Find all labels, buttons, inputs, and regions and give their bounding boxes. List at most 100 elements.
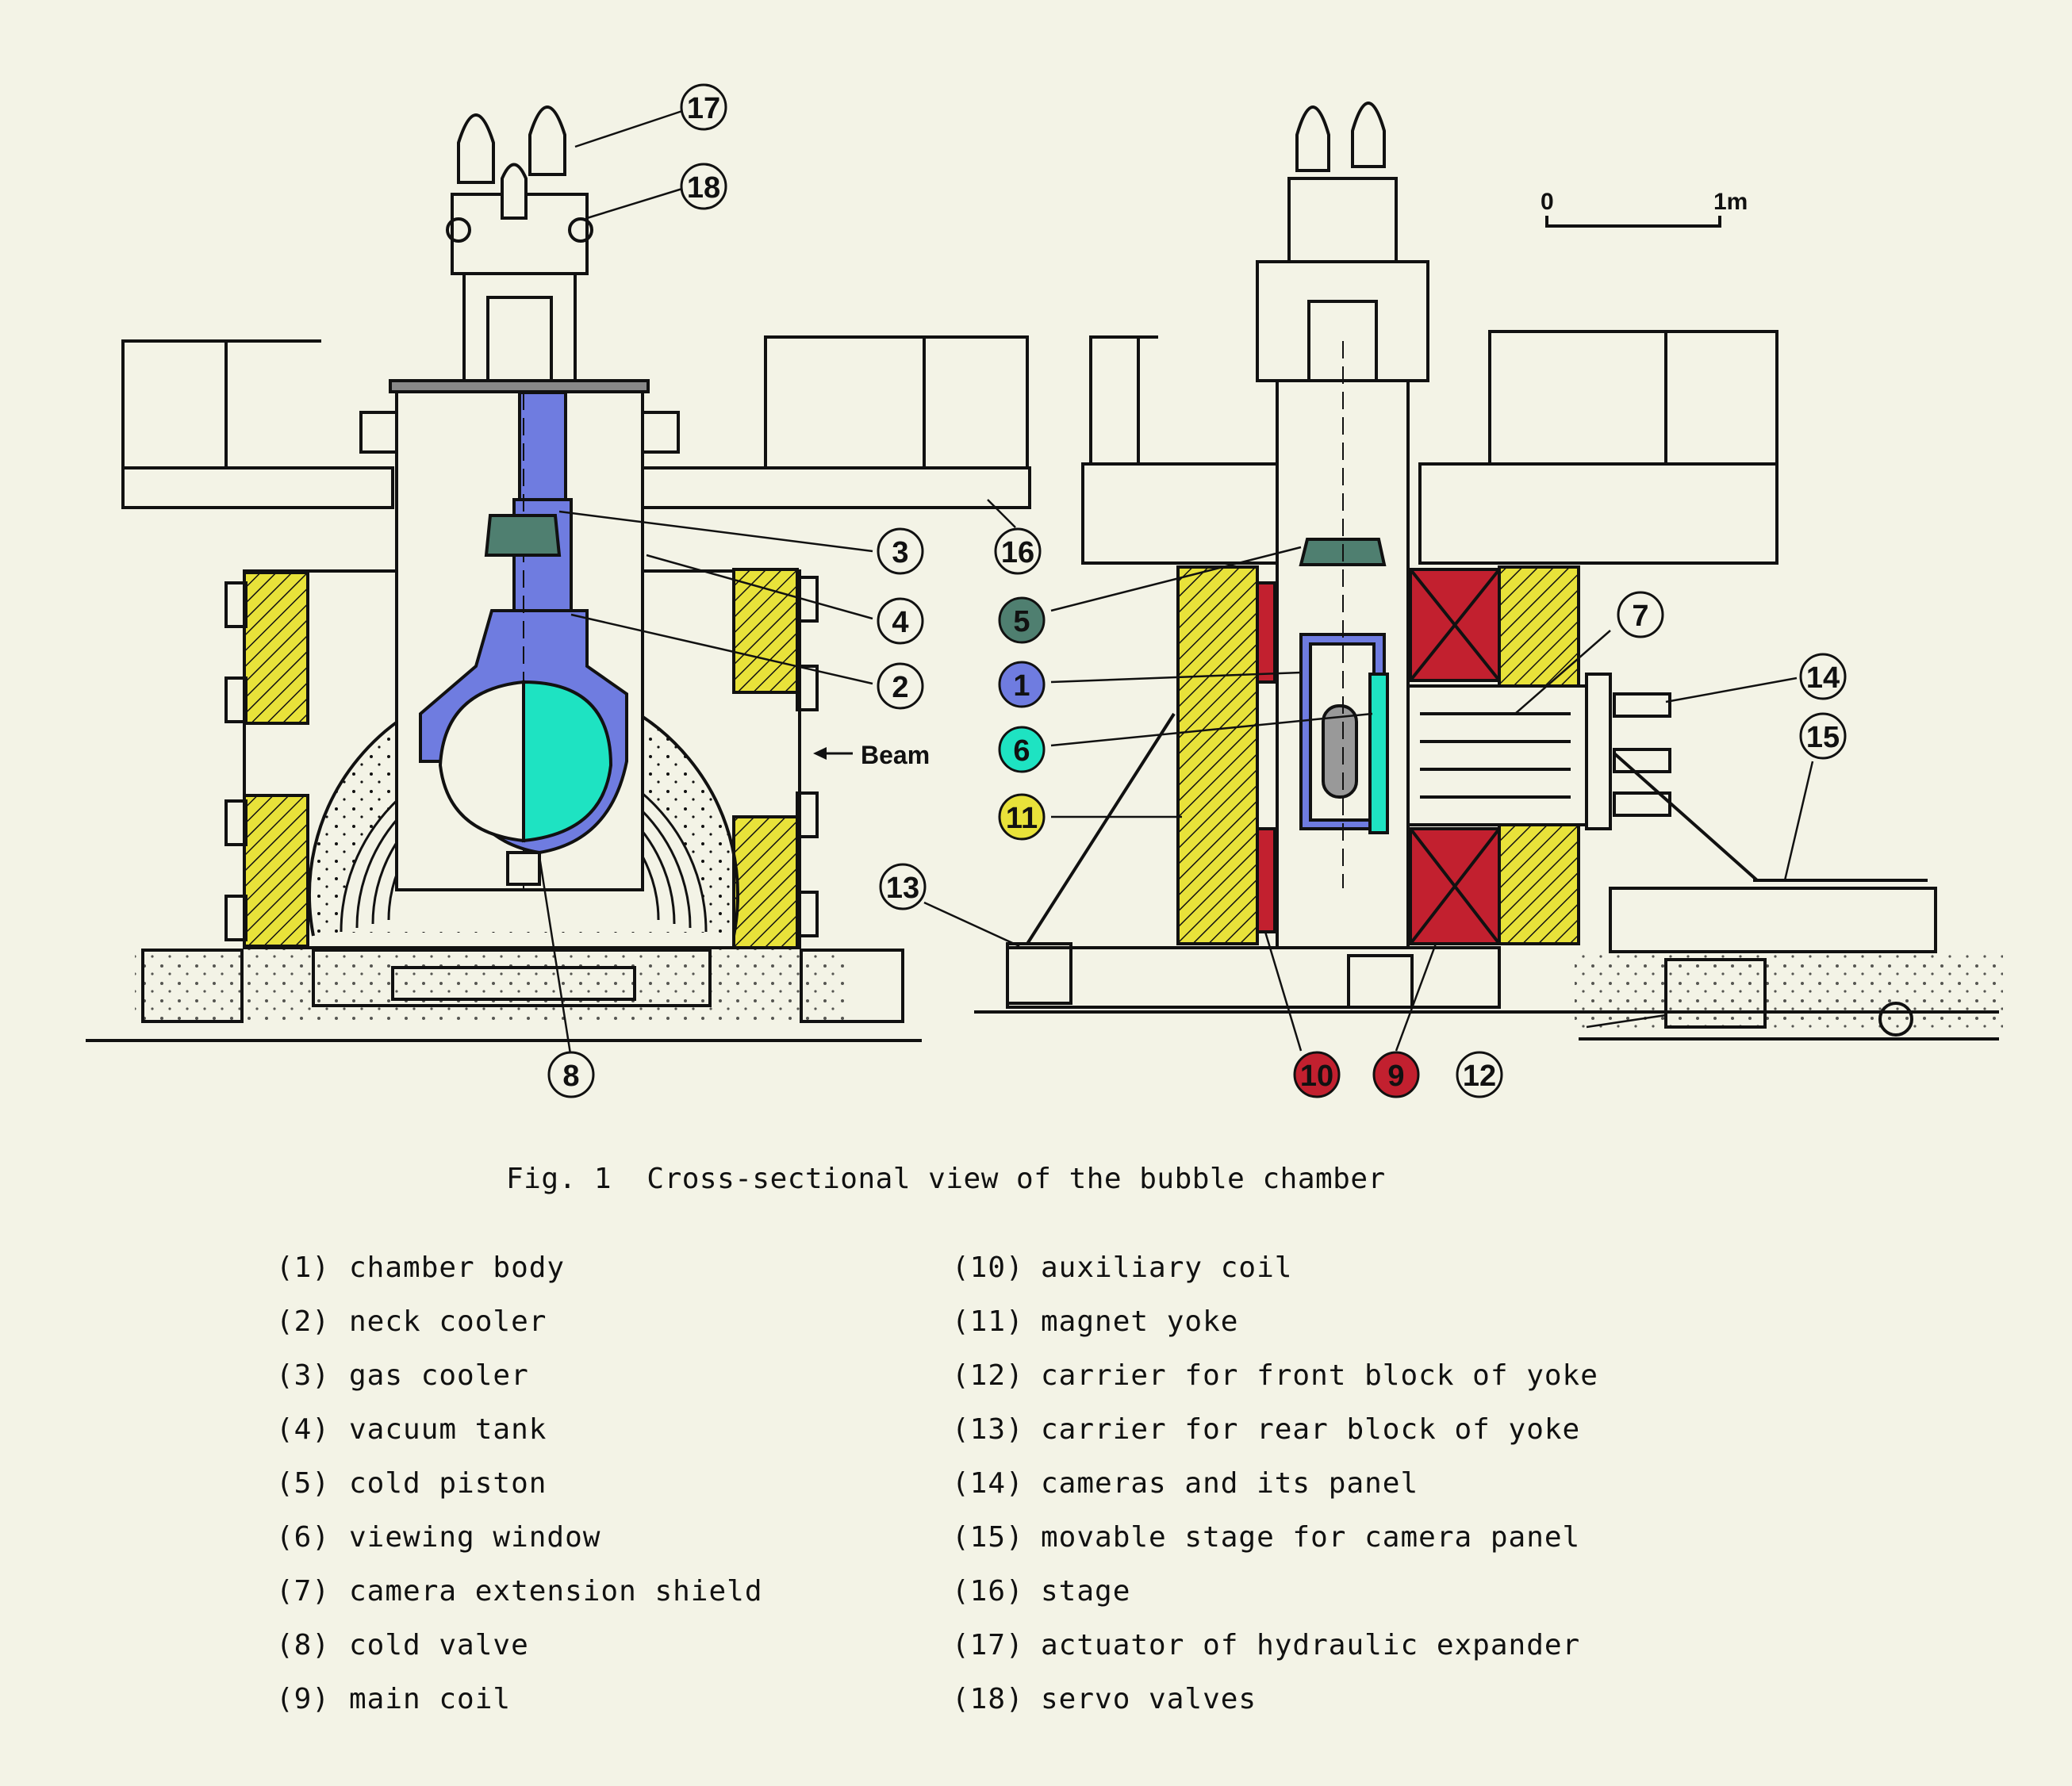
legend-number: (10) xyxy=(952,1251,1024,1284)
legend-text: movable stage for camera panel xyxy=(1041,1521,1581,1554)
scale-zero-label: 0 xyxy=(1541,189,1554,215)
legend-number: (13) xyxy=(952,1413,1024,1446)
scale-bar: 0 1m xyxy=(1541,189,1748,228)
legend-item: (13) carrier for rear block of yoke xyxy=(952,1413,1598,1467)
legend-text: actuator of hydraulic expander xyxy=(1041,1629,1581,1661)
legend-number: (11) xyxy=(952,1305,1024,1338)
callout-6: 6 xyxy=(998,726,1046,773)
svg-text:6: 6 xyxy=(1013,734,1030,768)
legend-number: (6) xyxy=(276,1521,331,1554)
callout-16: 16 xyxy=(994,527,1042,575)
legend-item: (7) camera extension shield xyxy=(276,1575,763,1629)
callout-5: 5 xyxy=(998,596,1046,644)
legend-text: magnet yoke xyxy=(1041,1305,1239,1338)
callouts: 17 18 3 4 2 16 5 1 6 11 13 8 7 14 15 10 … xyxy=(547,83,1847,1098)
legend-item: (8) cold valve xyxy=(276,1629,763,1683)
legend-number: (7) xyxy=(276,1575,331,1608)
legend-text: cold valve xyxy=(349,1629,529,1661)
legend-text: gas cooler xyxy=(349,1359,529,1392)
legend-text: cold piston xyxy=(349,1467,547,1500)
svg-text:12: 12 xyxy=(1463,1060,1496,1093)
legend-item: (18)servo valves xyxy=(952,1683,1598,1737)
legend-number: (8) xyxy=(276,1629,331,1661)
callout-18: 18 xyxy=(680,163,727,210)
legend-text: neck cooler xyxy=(349,1305,547,1338)
svg-text:17: 17 xyxy=(687,92,720,125)
svg-text:14: 14 xyxy=(1806,661,1840,695)
svg-text:11: 11 xyxy=(1006,802,1038,835)
callout-4: 4 xyxy=(877,597,924,645)
callout-14: 14 xyxy=(1799,653,1847,700)
legend-item: (16) stage xyxy=(952,1575,1598,1629)
svg-text:3: 3 xyxy=(892,536,908,569)
legend-text: main coil xyxy=(349,1683,512,1715)
legend-text: cameras and its panel xyxy=(1041,1467,1419,1500)
callout-1: 1 xyxy=(998,661,1046,708)
beam-indicator: Beam xyxy=(813,741,930,769)
legend-number: (16) xyxy=(952,1575,1024,1608)
callout-12: 12 xyxy=(1456,1051,1503,1098)
legend-number: (17) xyxy=(952,1629,1024,1661)
callout-17: 17 xyxy=(680,83,727,131)
legend-item: (10) auxiliary coil xyxy=(952,1251,1598,1305)
legend-item: (12) carrier for front block of yoke xyxy=(952,1359,1598,1413)
leader-lines xyxy=(538,109,1814,1060)
legend-number: (3) xyxy=(276,1359,331,1392)
callout-13: 13 xyxy=(879,863,927,910)
svg-text:15: 15 xyxy=(1806,721,1840,754)
legend-number: (9) xyxy=(276,1683,331,1715)
legend-item: (4) vacuum tank xyxy=(276,1413,763,1467)
svg-text:18: 18 xyxy=(687,171,720,205)
legend-item: (14) cameras and its panel xyxy=(952,1467,1598,1521)
legend-text: carrier for front block of yoke xyxy=(1041,1359,1598,1392)
legend-item: (3) gas cooler xyxy=(276,1359,763,1413)
callout-7: 7 xyxy=(1617,591,1664,638)
legend-left-column: (1) chamber body (2) neck cooler (3) gas co… xyxy=(276,1251,763,1737)
legend-number: (15) xyxy=(952,1521,1024,1554)
legend-number: (1) xyxy=(276,1251,331,1284)
legend-text: chamber body xyxy=(349,1251,566,1284)
side-view xyxy=(974,102,2003,1041)
legend-item: (15) movable stage for camera panel xyxy=(952,1521,1598,1575)
svg-text:1: 1 xyxy=(1013,669,1030,703)
legend-item: (17) actuator of hydraulic expander xyxy=(952,1629,1598,1683)
scale-one-label: 1m xyxy=(1713,189,1748,215)
callout-15: 15 xyxy=(1799,712,1847,760)
legend-number: (5) xyxy=(276,1467,331,1500)
legend-number: (14) xyxy=(952,1467,1024,1500)
svg-text:2: 2 xyxy=(892,671,908,704)
legend-item: (9) main coil xyxy=(276,1683,763,1737)
callout-9: 9 xyxy=(1372,1051,1420,1098)
bubble-chamber-figure: 0 1m Beam 17 18 3 4 2 16 5 1 xyxy=(86,83,2003,1098)
legend-number: (18) xyxy=(952,1683,1024,1715)
svg-text:9: 9 xyxy=(1387,1060,1404,1093)
callout-2: 2 xyxy=(877,662,924,710)
legend-text: auxiliary coil xyxy=(1041,1251,1293,1284)
callout-8: 8 xyxy=(547,1051,595,1098)
legend-item: (5) cold piston xyxy=(276,1467,763,1521)
svg-text:16: 16 xyxy=(1001,536,1034,569)
svg-text:4: 4 xyxy=(892,606,908,639)
svg-text:7: 7 xyxy=(1632,600,1648,633)
svg-text:8: 8 xyxy=(562,1060,579,1093)
callout-10: 10 xyxy=(1293,1051,1341,1098)
figure-caption: Fig. 1 Cross-sectional view of the bubbl… xyxy=(506,1163,1386,1195)
svg-text:5: 5 xyxy=(1013,605,1030,638)
svg-text:13: 13 xyxy=(886,872,919,905)
legend-number: (2) xyxy=(276,1305,331,1338)
callout-11: 11 xyxy=(998,793,1046,841)
legend-number: (12) xyxy=(952,1359,1024,1392)
legend-item: (1) chamber body xyxy=(276,1251,763,1305)
svg-text:10: 10 xyxy=(1300,1060,1333,1093)
legend-right-column: (10) auxiliary coil (11) magnet yoke (12) c… xyxy=(952,1251,1598,1737)
legend-text: camera extension shield xyxy=(349,1575,763,1608)
legend-number: (4) xyxy=(276,1413,331,1446)
beam-label: Beam xyxy=(861,741,930,769)
callout-3: 3 xyxy=(877,527,924,575)
front-view xyxy=(86,105,1031,1042)
legend-text: viewing window xyxy=(349,1521,601,1554)
legend-text: carrier for rear block of yoke xyxy=(1041,1413,1581,1446)
legend-item: (11) magnet yoke xyxy=(952,1305,1598,1359)
legend-text: vacuum tank xyxy=(349,1413,547,1446)
legend-text: stage xyxy=(1041,1575,1131,1608)
